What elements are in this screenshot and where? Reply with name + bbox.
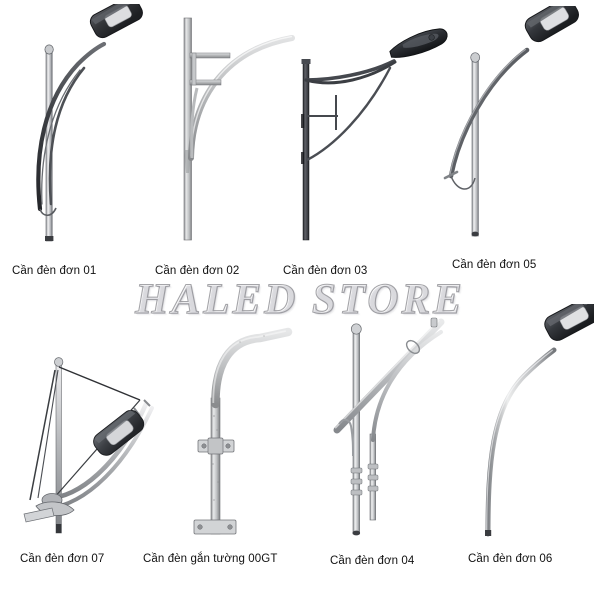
lamp-head-07: [93, 409, 145, 456]
pole-foot-07: [56, 524, 62, 533]
main-arm-03: [304, 59, 396, 82]
arm-highlight-04: [334, 319, 440, 429]
clamp-mid-00gt: [207, 437, 224, 455]
pole-highlight-06: [486, 349, 554, 535]
caption-07: Cần đèn đơn 07: [20, 553, 105, 565]
return-loop-01: [39, 207, 57, 217]
arm-tail-02: [190, 87, 199, 159]
lamp-head-01: [89, 4, 143, 39]
sweep-arm-05: [448, 47, 530, 179]
illustration-can-den-gan-tuong-00gt: [193, 327, 293, 535]
mast-00gt: [210, 397, 221, 535]
arm-hole-04: [405, 339, 421, 355]
inner-strut-01: [48, 66, 86, 206]
lamp-head-05: [524, 6, 579, 43]
pole-base-06: [485, 530, 492, 536]
caption-04: Cần đèn đơn 04: [330, 555, 415, 567]
bolt-hole-bot-a: [197, 524, 203, 530]
stay-rod-a-07: [29, 369, 56, 501]
tip-clamp-a-04: [430, 317, 438, 328]
bolt-hole-mid-b: [225, 443, 231, 449]
product-cell-01: Cần đèn đơn 01: [12, 4, 148, 277]
arm-highlight-00gt: [212, 330, 286, 404]
main-arm-lower-03: [304, 60, 397, 85]
lamp-head-03: [389, 28, 448, 58]
galvanized-texture-00gt: [212, 335, 265, 501]
boom-tie-b-07: [143, 399, 151, 407]
product-cell-04: Cần đèn đơn 04: [313, 306, 448, 567]
caption-01: Cần đèn đơn 01: [12, 265, 97, 277]
curved-brace-04: [371, 330, 443, 442]
caption-03: Cần đèn đơn 03: [283, 265, 368, 277]
pole-04: [352, 329, 360, 535]
diagonal-brace-03: [305, 66, 392, 162]
pole-cap-05: [470, 52, 481, 63]
pole-cap-07: [54, 357, 64, 367]
product-cell-06: Cần đèn đơn 06: [466, 304, 594, 565]
lamp-head-06: [544, 304, 594, 341]
elbow-arm-00gt: [211, 327, 293, 409]
caption-02: Cần đèn đơn 02: [155, 265, 240, 277]
illustration-can-den-don-07: [23, 357, 154, 534]
illustration-can-den-don-06: [485, 304, 594, 537]
caption-06: Cần đèn đơn 06: [468, 553, 553, 565]
stay-rod-b-07: [37, 369, 59, 499]
pole-base-05: [471, 231, 479, 237]
illustration-can-den-don-02: [183, 17, 295, 241]
product-cell-03: Cần đèn đơn 03: [283, 18, 450, 277]
rung-tie-02: [191, 52, 197, 86]
foot-curl-05: [450, 175, 476, 190]
illustration-can-den-don-03: [301, 28, 448, 241]
pole-03: [302, 61, 310, 241]
illustration-can-den-don-01: [36, 4, 143, 242]
pole-05: [471, 57, 479, 237]
caption-05: Cần đèn đơn 05: [452, 259, 537, 271]
pole-cap-03: [301, 59, 311, 64]
product-cell-00gt: Cần đèn gắn tường 00GT: [143, 312, 296, 565]
illustration-can-den-don-04: [333, 317, 445, 536]
rung-upper-02: [189, 52, 231, 59]
pole-door-03: [301, 114, 305, 128]
bolt-hole-bot-b: [227, 524, 233, 530]
product-cell-05: Cần đèn đơn 05: [443, 6, 595, 271]
wall-plate-bottom-00gt: [193, 519, 237, 535]
product-cell-02: Cần đèn đơn 02: [155, 8, 295, 277]
pole-cap-04: [350, 323, 362, 335]
caption-00gt: Cần đèn gắn tường 00GT: [143, 553, 278, 565]
pole-base-01: [45, 236, 54, 241]
pole-base-04: [352, 530, 361, 536]
illustration-can-den-don-05: [443, 6, 579, 237]
hook-curve-04: [338, 418, 354, 457]
bolt-hole-mid-a: [201, 443, 207, 449]
main-arm-01: [36, 41, 107, 212]
pole-cap-01: [44, 44, 54, 55]
product-cell-07: Cần đèn đơn 07: [18, 348, 183, 565]
foot-stub-05: [443, 170, 459, 180]
base-foot-07: [23, 507, 55, 523]
post-02: [183, 17, 192, 241]
bolt-blocks-04: [350, 463, 379, 496]
rung-lower-02: [189, 79, 222, 86]
thin-strut-01: [41, 69, 81, 205]
pole-door2-03: [301, 152, 305, 164]
tension-cable-top-07: [58, 366, 141, 401]
arm-highlight-05: [449, 48, 527, 176]
straight-arm-04: [333, 318, 445, 434]
curved-pole-06: [485, 347, 557, 537]
